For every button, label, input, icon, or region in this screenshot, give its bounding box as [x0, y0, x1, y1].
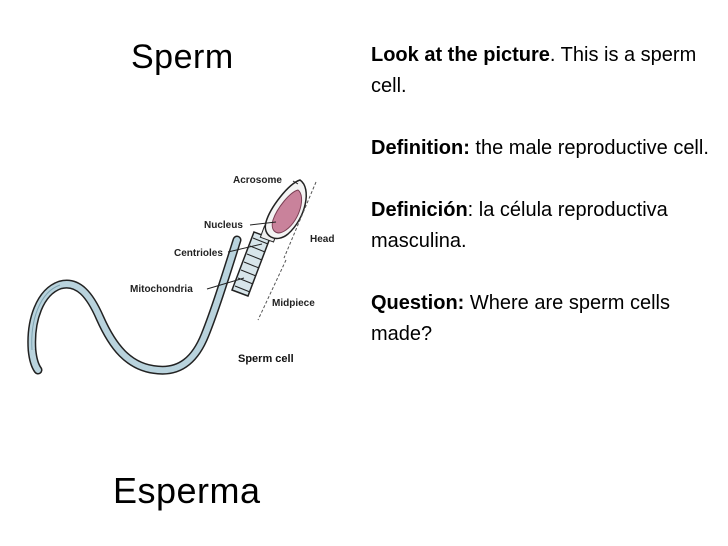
paragraph-definition: Definition: the male reproductive cell. — [371, 137, 709, 159]
sperm-cell-diagram: Acrosome Nucleus Centrioles Mitochondria… — [27, 175, 334, 375]
diagram-caption: Sperm cell — [238, 353, 294, 365]
paragraph-definicion: Definición: la célula reproductiva mascu… — [371, 199, 668, 252]
label-head: Head — [310, 234, 334, 245]
sperm-tail — [27, 235, 242, 375]
label-midpiece: Midpiece — [272, 298, 315, 309]
label-acrosome: Acrosome — [233, 175, 282, 186]
sperm-nucleus — [271, 189, 302, 234]
page-title-es: Esperma — [113, 470, 261, 511]
page-title: Sperm — [131, 38, 234, 76]
sperm-midpiece — [231, 231, 271, 297]
paragraph-intro: Look at the picture. This is a sperm cel… — [371, 44, 697, 97]
text-panel: Look at the picture. This is a sperm cel… — [371, 40, 716, 381]
label-centrioles: Centrioles — [174, 248, 223, 259]
label-nucleus: Nucleus — [204, 220, 243, 231]
label-mitochondria: Mitochondria — [130, 284, 193, 295]
paragraph-question: Question: Where are sperm cells made? — [371, 292, 670, 345]
